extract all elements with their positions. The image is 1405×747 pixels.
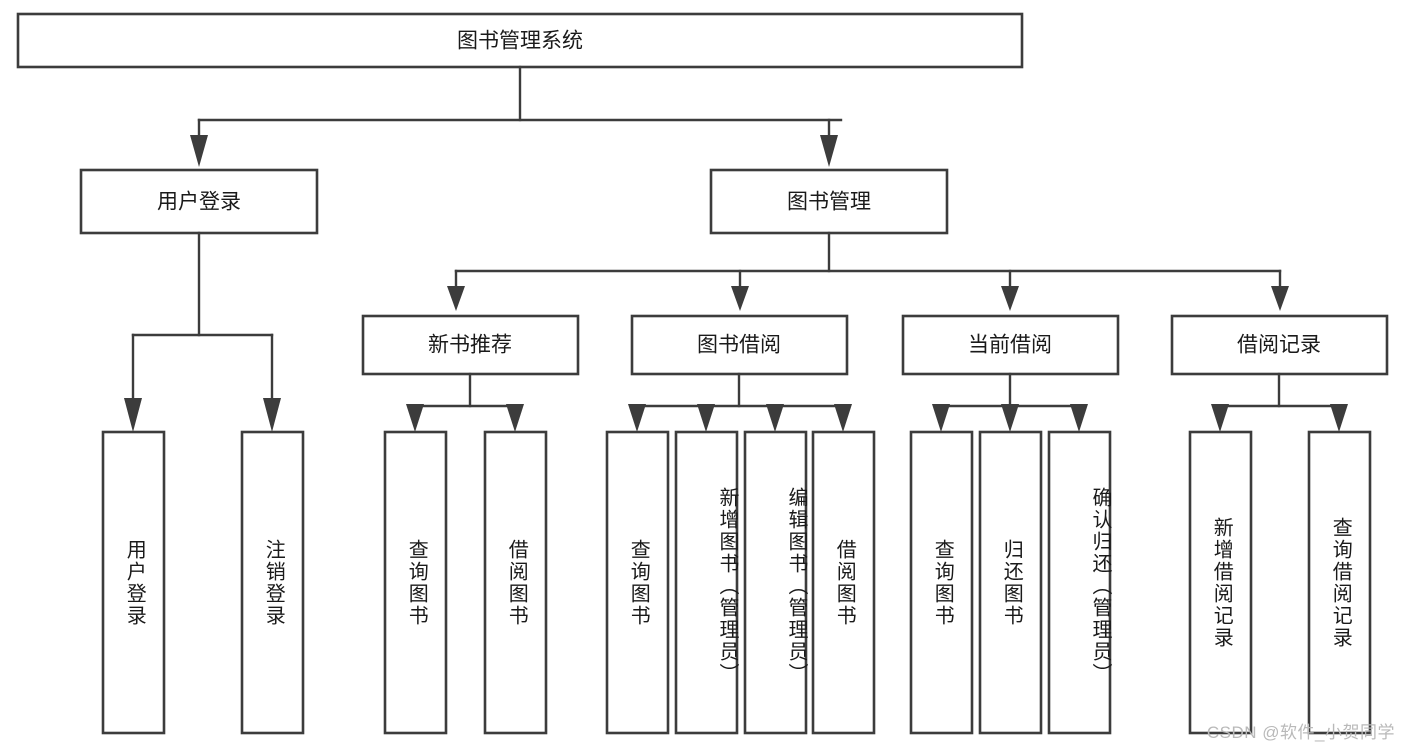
node-book-borrow[interactable]: 图书借阅 (630, 314, 849, 376)
leaf-box-return-book[interactable] (978, 430, 1043, 735)
connector-book-manage-to-level3 (447, 231, 1289, 311)
connector-root-to-level2 (190, 65, 843, 167)
leaf-box-confirm-return-admin[interactable] (1047, 430, 1112, 735)
leaf-box-user-login[interactable] (101, 430, 166, 735)
arrow-head-leaf-bookborrow-2 (697, 404, 715, 432)
node-book-manage[interactable]: 图书管理 (709, 168, 949, 235)
arrow-head-new-book (447, 286, 465, 311)
arrow-head-leaf-newbook-1 (406, 404, 424, 432)
leaf-box-borrow-book-1[interactable] (483, 430, 548, 735)
arrow-head-leaf-bookborrow-1 (628, 404, 646, 432)
arrow-head-book-manage (820, 135, 838, 167)
node-root-system[interactable]: 图书管理系统 (16, 12, 1024, 69)
node-user-login[interactable]: 用户登录 (79, 168, 319, 235)
arrow-head-leaf-currentborrow-3 (1070, 404, 1088, 432)
node-book-borrow-label: 图书借阅 (697, 334, 781, 357)
leaf-box-edit-book-admin[interactable] (743, 430, 808, 735)
leaf-box-borrow-book-2[interactable] (811, 430, 876, 735)
arrow-head-leaf-bookborrow-3 (766, 404, 784, 432)
arrow-head-leaf-user-login-1 (124, 398, 142, 432)
arrow-head-user-login (190, 135, 208, 167)
node-current-borrow[interactable]: 当前借阅 (901, 314, 1120, 376)
node-current-borrow-box (901, 314, 1120, 376)
node-borrow-record-label: 借阅记录 (1237, 334, 1321, 357)
arrow-head-borrow-record (1271, 286, 1289, 311)
leaf-box-add-borrow-record[interactable] (1188, 430, 1253, 735)
node-borrow-record[interactable]: 借阅记录 (1170, 314, 1389, 376)
node-new-book-recommend[interactable]: 新书推荐 (361, 314, 580, 376)
arrow-head-leaf-currentborrow-1 (932, 404, 950, 432)
arrow-head-leaf-currentborrow-2 (1001, 404, 1019, 432)
node-current-borrow-label: 当前借阅 (968, 334, 1052, 357)
node-new-book-recommend-box (361, 314, 580, 376)
node-new-book-recommend-label: 新书推荐 (428, 334, 512, 357)
arrow-head-leaf-newbook-2 (506, 404, 524, 432)
arrow-head-current-borrow (1001, 286, 1019, 311)
node-book-borrow-box (630, 314, 849, 376)
arrow-head-leaf-borrowrecord-2 (1330, 404, 1348, 432)
node-book-manage-box (709, 168, 949, 235)
connector-book-borrow-to-leaves (628, 372, 852, 432)
connector-user-login-to-leaves (124, 231, 281, 432)
arrow-head-leaf-borrowrecord-1 (1211, 404, 1229, 432)
node-user-login-label: 用户登录 (157, 191, 241, 214)
connector-borrow-record-to-leaves (1211, 372, 1348, 432)
arrow-head-book-borrow (731, 286, 749, 311)
node-root-system-box (16, 12, 1024, 69)
leaf-box-query-book-1[interactable] (383, 430, 448, 735)
arrow-head-leaf-bookborrow-4 (834, 404, 852, 432)
csdn-watermark: CSDN @软件_小贺同学 (1206, 723, 1395, 742)
node-borrow-record-box (1170, 314, 1389, 376)
leaf-box-logout[interactable] (240, 430, 305, 735)
connector-current-borrow-to-leaves (932, 372, 1088, 432)
leaf-box-add-book-admin[interactable] (674, 430, 739, 735)
node-book-manage-label: 图书管理 (787, 191, 871, 214)
leaf-box-query-borrow-record[interactable] (1307, 430, 1372, 735)
leaf-box-query-book-3[interactable] (909, 430, 974, 735)
leaf-box-query-book-2[interactable] (605, 430, 670, 735)
arrow-head-leaf-user-login-2 (263, 398, 281, 432)
connector-new-book-to-leaves (406, 372, 524, 432)
node-root-system-label: 图书管理系统 (457, 30, 583, 53)
